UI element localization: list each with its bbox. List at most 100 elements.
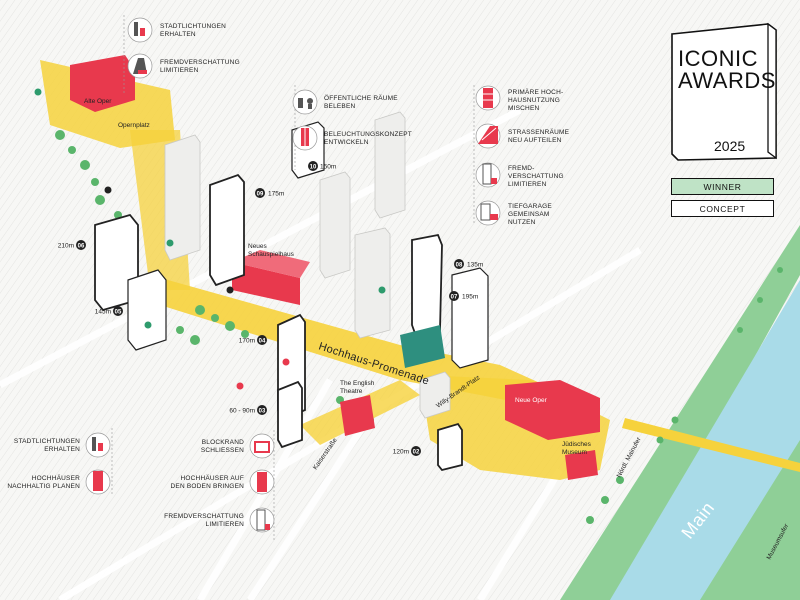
tower-group xyxy=(94,121,489,472)
legend-label: NACHHALTIG PLANEN xyxy=(7,483,80,490)
legend-label: PRIMÄRE HOCH- xyxy=(508,88,563,96)
legend-bottom-center: BLOCKRAND SCHLIESSEN HOCHHÄUSER AUF DEN … xyxy=(164,430,275,540)
award-title: ICONIC AWARDS xyxy=(678,48,776,93)
neue-oper-building xyxy=(505,380,600,440)
legend-item: STADTLICHTUNGEN ERHALTEN xyxy=(127,17,226,43)
animate-spaces-icon xyxy=(298,98,313,109)
legend-label: NUTZEN xyxy=(508,219,536,226)
legend-bottom-left: STADTLICHTUNGEN ERHALTEN HOCHHÄUSER NACH… xyxy=(7,428,113,495)
award-frame xyxy=(671,22,777,161)
legend-item: HOCHHÄUSER AUF DEN BODEN BRINGEN xyxy=(171,469,275,495)
legend-label: LIMITIEREN xyxy=(206,521,245,528)
preserve-skyline-icon xyxy=(134,22,145,36)
place-english-theatre-2: Theatre xyxy=(340,388,363,395)
limit-shadow-icon xyxy=(133,58,147,74)
legend-item: BELEUCHTUNGSKONZEPT ENTWICKELN xyxy=(292,125,412,151)
street-split-icon xyxy=(478,126,498,144)
legend-item: FREMDVERSCHATTUNG LIMITIEREN xyxy=(164,507,275,533)
legend-label: ERHALTEN xyxy=(44,446,80,453)
mixed-use-icon xyxy=(483,88,493,108)
tower-badge-09: 09 175m xyxy=(255,188,284,198)
tower-05 xyxy=(127,269,167,351)
legend-label: NEU AUFTEILEN xyxy=(508,137,562,144)
context-towers xyxy=(164,111,451,419)
tower-number: 04 xyxy=(259,339,266,345)
sustainable-tower-icon xyxy=(93,471,103,491)
legend-label: LIMITIEREN xyxy=(508,181,547,188)
legend-label: FREMD- xyxy=(508,165,534,172)
legend-top-left: STADTLICHTUNGEN ERHALTEN FREMDVERSCHATTU… xyxy=(123,15,240,95)
close-block-icon xyxy=(254,441,270,453)
tower-height: 170m xyxy=(239,338,255,345)
tower-height: 120m xyxy=(393,449,409,456)
tower-badge-06: 06 210m xyxy=(58,240,86,250)
legend-label: STADTLICHTUNGEN xyxy=(14,438,80,445)
legend-label: ÖFFENTLICHE RÄUME xyxy=(324,94,398,102)
legend-label: ENTWICKELN xyxy=(324,139,369,146)
tower-02 xyxy=(437,422,463,472)
tower-09 xyxy=(209,173,245,287)
award-title-line2: AWARDS xyxy=(678,68,776,93)
tower-badge-03: 03 60 - 90m xyxy=(229,405,267,415)
place-opernplatz: Opernplatz xyxy=(118,122,150,129)
place-juedisches-museum-2: Museum xyxy=(562,449,587,456)
schauspielhaus-building xyxy=(232,262,300,305)
legend-item: BLOCKRAND SCHLIESSEN xyxy=(201,433,275,459)
legend-label: FREMDVERSCHATTUNG xyxy=(160,59,240,66)
legend-center: ÖFFENTLICHE RÄUME BELEBEN BELEUCHTUNGSKO… xyxy=(292,85,412,170)
preserve-skyline-icon xyxy=(92,437,103,451)
tower-08 xyxy=(411,233,443,338)
place-alte-oper: Alte Oper xyxy=(84,98,112,105)
legend-item: PRIMÄRE HOCH- HAUSNUTZUNG MISCHEN xyxy=(475,85,563,112)
tower-height: 60 - 90m xyxy=(229,408,255,415)
legend-item: TIEFGARAGE GEMEINSAM NUTZEN xyxy=(475,200,552,226)
legend-right: PRIMÄRE HOCH- HAUSNUTZUNG MISCHEN STRASS… xyxy=(473,85,570,226)
tower-badge-10: 10 150m xyxy=(308,161,336,171)
tower-number: 09 xyxy=(257,192,264,198)
riverbank-green xyxy=(560,225,800,600)
legend-label: FREMDVERSCHATTUNG xyxy=(164,513,244,520)
english-theatre-building xyxy=(340,395,375,436)
lighting-icon xyxy=(301,128,309,146)
legend-label: MISCHEN xyxy=(508,105,539,112)
legend-item: STADTLICHTUNGEN ERHALTEN xyxy=(14,432,111,458)
tower-07 xyxy=(451,267,489,369)
tower-number: 07 xyxy=(451,295,458,301)
legend-label: HAUSNUTZUNG xyxy=(508,97,560,104)
tower-number: 08 xyxy=(456,263,463,269)
garage-icon xyxy=(480,203,498,221)
legend-label: SCHLIESSEN xyxy=(201,447,244,454)
juedisches-museum-building xyxy=(565,450,598,480)
tower-height: 135m xyxy=(467,262,483,269)
award-winner-label: WINNER xyxy=(671,178,774,195)
legend-item: ÖFFENTLICHE RÄUME BELEBEN xyxy=(292,89,398,115)
teal-podium xyxy=(400,325,445,368)
tower-badge-08: 08 135m xyxy=(454,259,483,269)
legend-label: ERHALTEN xyxy=(160,31,196,38)
legend-label: LIMITIEREN xyxy=(160,67,199,74)
tower-number: 05 xyxy=(115,310,122,316)
legend-item: FREMDVERSCHATTUNG LIMITIEREN xyxy=(127,53,240,79)
ground-tower-icon xyxy=(257,472,267,492)
legend-item: FREMD- VERSCHATTUNG LIMITIEREN xyxy=(475,162,564,188)
feature-dots xyxy=(34,88,386,390)
promenade-band xyxy=(150,275,560,410)
alte-oper-building xyxy=(70,55,135,112)
tower-number: 06 xyxy=(78,244,85,250)
award-category-label: CONCEPT xyxy=(671,200,774,217)
legend-label: STADTLICHTUNGEN xyxy=(160,23,226,30)
legend-label: DEN BODEN BRINGEN xyxy=(171,483,245,490)
tower-height: 145m xyxy=(95,309,111,316)
tower-badge-05: 05 145m xyxy=(95,306,123,316)
legend-label: BLOCKRAND xyxy=(202,439,244,446)
tower-number: 10 xyxy=(310,165,317,171)
tower-03 xyxy=(277,380,303,449)
legend-label: BELEBEN xyxy=(324,103,355,110)
bridge xyxy=(622,418,800,472)
legend-label: BELEUCHTUNGSKONZEPT xyxy=(324,131,412,138)
legend-item: STRASSENRÄUME NEU AUFTEILEN xyxy=(475,123,570,149)
legend-label: HOCHHÄUSER AUF xyxy=(181,474,244,482)
limit-shadow-icon xyxy=(256,509,270,531)
legend-item: HOCHHÄUSER NACHHALTIG PLANEN xyxy=(7,469,111,495)
legend-label: STRASSENRÄUME xyxy=(508,128,570,136)
